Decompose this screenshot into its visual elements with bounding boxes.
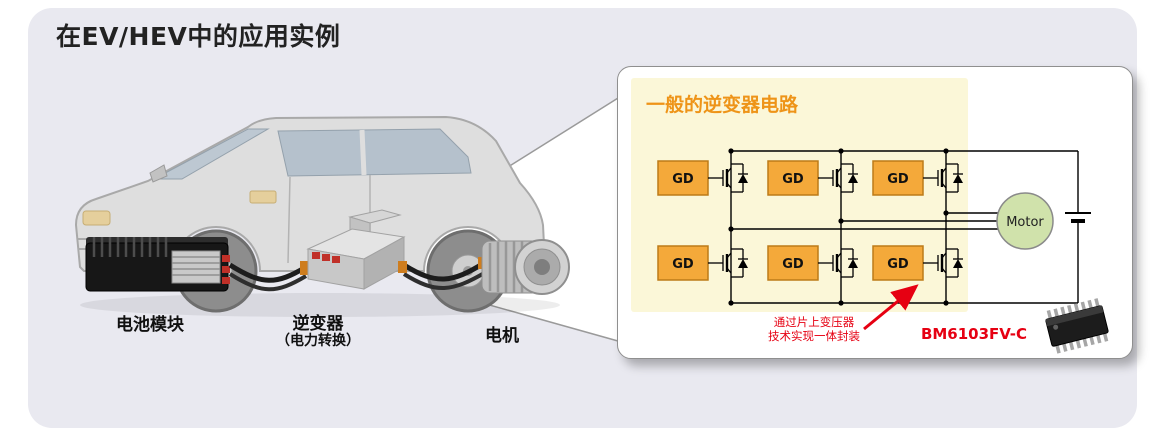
gate-driver-block: GD [767, 245, 819, 281]
battery-symbol [1065, 212, 1091, 223]
gate-driver-block: GD [872, 160, 924, 196]
door-accent [249, 190, 277, 204]
inverter-sublabel: （电力转换） [276, 333, 360, 349]
annotation-line1: 通过片上变压器 [774, 315, 855, 329]
motor-graphic [481, 239, 570, 295]
gate-driver-label: GD [672, 257, 694, 272]
side-mirror-icon [149, 164, 168, 183]
headlight [82, 210, 111, 226]
battery-module-label: 电池模块 [116, 315, 184, 335]
junction-dots [728, 148, 949, 306]
car-illustration [74, 115, 570, 317]
cable-battery-inverter [228, 261, 309, 292]
car-windshield [153, 128, 270, 180]
window-divider [359, 129, 367, 176]
page-title: 在EV/HEV中的应用实例 [56, 22, 341, 51]
inverter-label: 逆变器 [292, 314, 344, 334]
battery-module-graphic [85, 237, 230, 292]
chip-package-icon [1045, 298, 1109, 354]
gate-driver-label: GD [782, 257, 804, 272]
motor-node-label: Motor [1006, 215, 1044, 230]
gate-driver-block: GD [872, 245, 924, 281]
inverter-circuit-callout: 一般的逆变器电路 GD [617, 66, 1133, 359]
annotation-line2: 技术实现一体封装 [768, 329, 860, 343]
gate-driver-block: GD [657, 160, 709, 196]
gate-driver-label: GD [887, 257, 909, 272]
inverter-circuit-diagram: 一般的逆变器电路 GD [631, 78, 1109, 354]
gate-driver-label: GD [887, 172, 909, 187]
gate-driver-label: GD [672, 172, 694, 187]
inverter-graphic [306, 209, 406, 290]
motor-label: 电机 [485, 326, 519, 346]
annotation-arrow [863, 284, 919, 331]
part-number-label: BM6103FV-C [921, 325, 1027, 343]
car-side-window [277, 128, 472, 177]
gate-driver-label: GD [782, 172, 804, 187]
callout-title: 一般的逆变器电路 [646, 93, 799, 116]
gate-driver-block: GD [767, 160, 819, 196]
motor-node: Motor [996, 192, 1054, 250]
gate-driver-block: GD [657, 245, 709, 281]
